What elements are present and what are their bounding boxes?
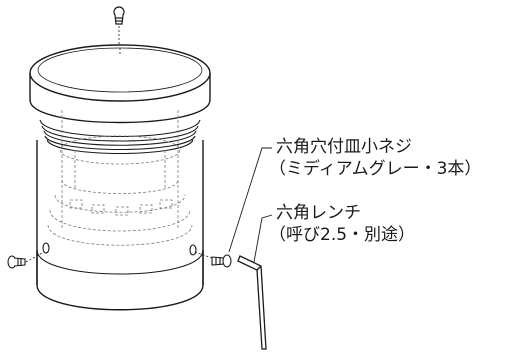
left-screw (7, 251, 45, 269)
wrench-label-title: 六角レンチ (276, 203, 361, 223)
leader-lines (228, 147, 273, 263)
wrench-label-subtitle: （呼び2.5・別途） (269, 225, 416, 245)
thread-neck (39, 119, 201, 155)
hidden-internals (47, 110, 193, 246)
body-holes (42, 242, 197, 256)
top-screw (113, 6, 125, 48)
body-cylinder (36, 140, 204, 311)
hex-wrench (237, 255, 267, 350)
screw-label-title: 六角穴付皿小ネジ (276, 137, 412, 157)
screw-label-subtitle: （ミディアムグレー・3本） (269, 159, 482, 179)
right-screw (194, 251, 232, 268)
top-cap (29, 44, 211, 124)
